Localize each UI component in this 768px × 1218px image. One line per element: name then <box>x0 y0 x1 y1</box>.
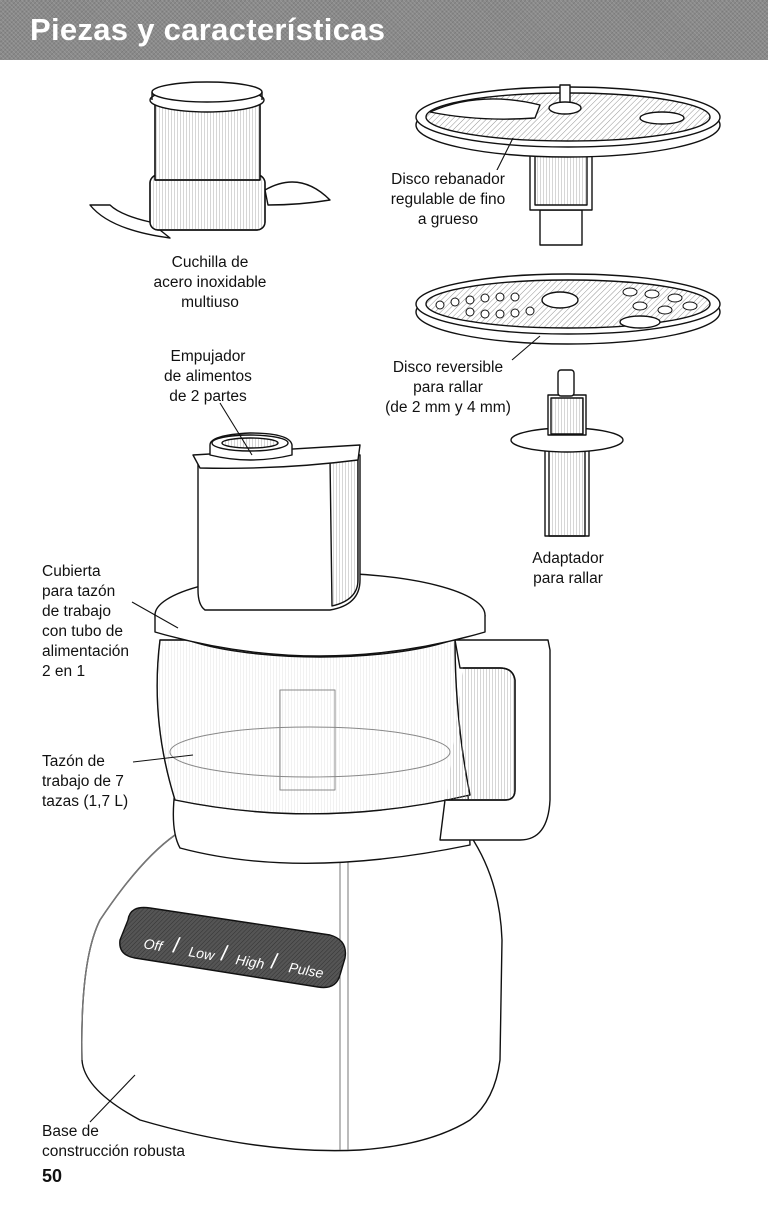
label-lid: Cubierta para tazón de trabajo con tubo … <box>42 563 130 680</box>
page-title: Piezas y características <box>30 12 386 47</box>
parts-illustration: Off / Low / High / Pulse <box>81 81 721 1152</box>
control-pulse-label: Pulse <box>287 959 324 981</box>
control-off-label: Off <box>142 935 165 954</box>
blade-drawing <box>89 81 331 239</box>
svg-text:/: / <box>219 940 230 966</box>
control-high-label: High <box>234 951 265 972</box>
label-blade: Cuchilla de acero inoxidable multiuso <box>153 254 267 311</box>
svg-text:/: / <box>171 932 182 958</box>
shredding-disc-drawing <box>415 273 721 345</box>
label-base: Base de construcción robusta <box>42 1123 186 1160</box>
leader-lines <box>89 137 541 1123</box>
label-shredding-disc: Disco reversible para rallar (de 2 mm y … <box>385 359 511 416</box>
food-processor-drawing <box>81 432 551 1152</box>
label-bowl: Tazón de trabajo de 7 tazas (1,7 L) <box>42 753 129 810</box>
slicing-disc-drawing <box>415 84 721 246</box>
control-low-label: Low <box>187 943 216 963</box>
header-banner: Piezas y características <box>0 0 768 60</box>
label-slicing-disc: Disco rebanador regulable de fino a grue… <box>383 170 513 230</box>
svg-text:/: / <box>269 948 280 974</box>
adapter-drawing <box>510 369 624 537</box>
label-adapter: Adaptador para rallar <box>532 550 604 587</box>
label-pusher: Empujador de alimentos de 2 partes <box>164 348 252 405</box>
page-number: 50 <box>42 1166 63 1186</box>
